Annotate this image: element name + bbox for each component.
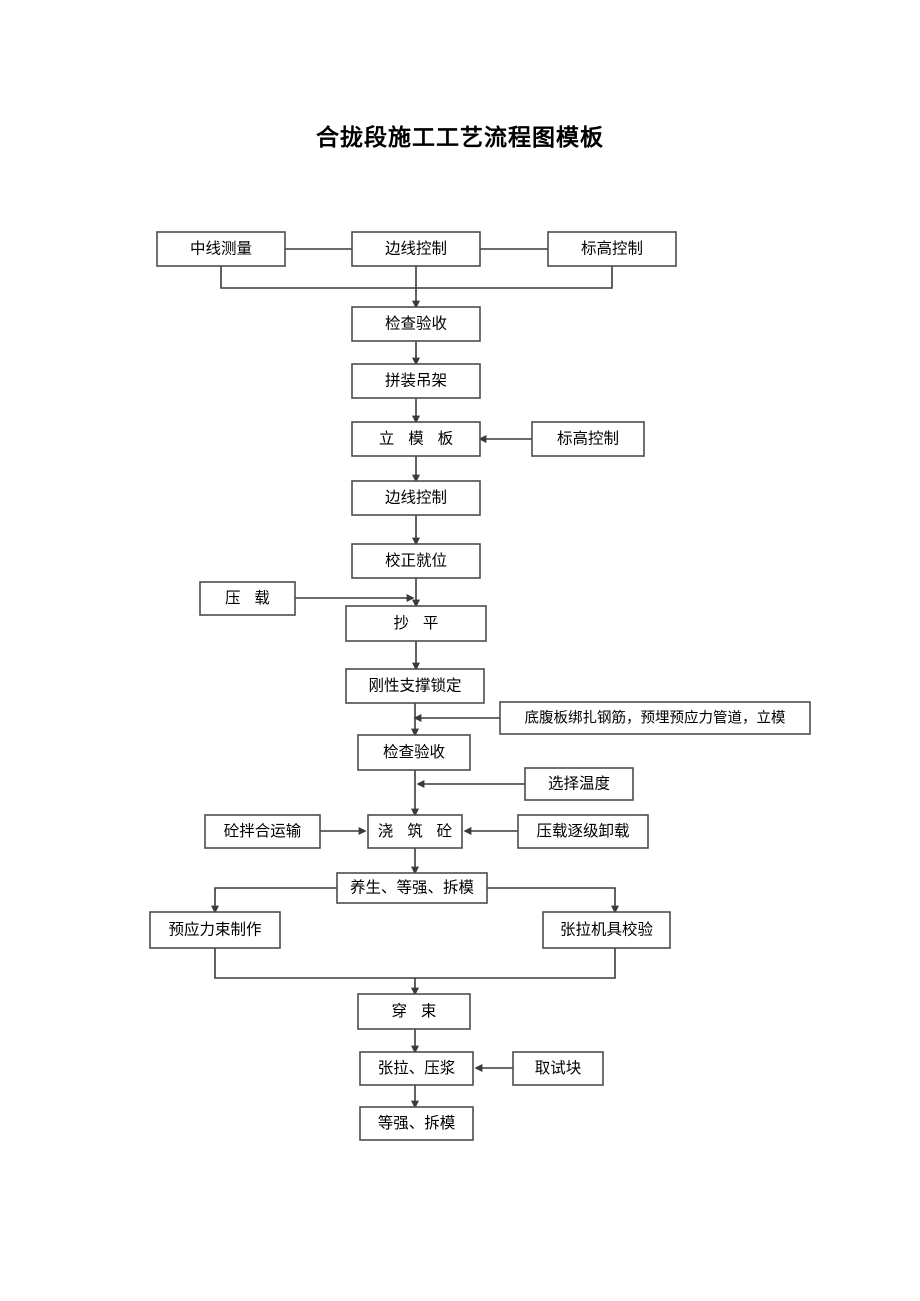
node-label: 刚性支撑锁定 bbox=[368, 677, 461, 695]
node-box[interactable] bbox=[542, 911, 671, 949]
node-box[interactable] bbox=[351, 231, 481, 267]
flow-node[interactable]: 刚性支撑锁定 bbox=[345, 668, 485, 704]
node-label: 张拉机具校验 bbox=[560, 921, 654, 939]
node-box[interactable] bbox=[357, 993, 471, 1030]
node-label: 检查验收 bbox=[383, 743, 445, 761]
flow-node[interactable]: 砼拌合运输 bbox=[204, 814, 321, 849]
node-box[interactable] bbox=[345, 605, 487, 642]
flow-node[interactable]: 预应力束制作 bbox=[149, 911, 281, 949]
flow-node[interactable]: 底腹板绑扎钢筋，预埋预应力管道，立模 bbox=[499, 701, 811, 735]
node-box[interactable] bbox=[336, 872, 488, 904]
node-box[interactable] bbox=[499, 701, 811, 735]
flow-node[interactable]: 张拉机具校验 bbox=[542, 911, 671, 949]
node-box[interactable] bbox=[149, 911, 281, 949]
flow-node[interactable]: 压 载 bbox=[199, 581, 296, 616]
flow-node[interactable]: 张拉、压浆 bbox=[359, 1051, 474, 1086]
node-box[interactable] bbox=[351, 480, 481, 516]
connector-tendon-down-join bbox=[214, 948, 616, 979]
connector-curing-right-branch bbox=[487, 887, 619, 914]
flow-node[interactable]: 边线控制 bbox=[351, 480, 481, 516]
node-label: 底腹板绑扎钢筋，预埋预应力管道，立模 bbox=[525, 708, 786, 726]
node-box[interactable] bbox=[517, 814, 649, 849]
flow-node[interactable]: 等强、拆模 bbox=[359, 1106, 474, 1141]
flow-node[interactable]: 边线控制 bbox=[351, 231, 481, 267]
node-label: 边线控制 bbox=[385, 489, 447, 507]
flow-node[interactable]: 检查验收 bbox=[351, 306, 481, 342]
connector-layer bbox=[211, 248, 619, 1109]
flow-node[interactable]: 中线测量 bbox=[156, 231, 286, 267]
node-box[interactable] bbox=[547, 231, 677, 267]
node-box[interactable] bbox=[524, 767, 634, 801]
node-label: 砼拌合运输 bbox=[224, 822, 302, 840]
node-label: 选择温度 bbox=[548, 775, 610, 793]
node-box[interactable] bbox=[351, 363, 481, 399]
node-box[interactable] bbox=[351, 306, 481, 342]
node-layer: 中线测量边线控制标高控制检查验收拼装吊架立 模 板标高控制边线控制校正就位压 载… bbox=[149, 231, 811, 1141]
node-label: 浇 筑 砼 bbox=[378, 822, 457, 840]
node-label: 校正就位 bbox=[385, 552, 447, 570]
node-label: 取试块 bbox=[535, 1059, 582, 1077]
flow-node[interactable]: 标高控制 bbox=[547, 231, 677, 267]
node-label: 拼装吊架 bbox=[385, 372, 447, 390]
flow-node[interactable]: 检查验收 bbox=[357, 734, 471, 771]
node-label: 穿 束 bbox=[392, 1002, 442, 1020]
node-box[interactable] bbox=[359, 1106, 474, 1141]
flow-node[interactable]: 取试块 bbox=[512, 1051, 604, 1086]
flow-node[interactable]: 抄 平 bbox=[345, 605, 487, 642]
connector-curing-left-branch bbox=[211, 887, 337, 914]
flow-node[interactable]: 浇 筑 砼 bbox=[367, 814, 463, 849]
node-label: 等强、拆模 bbox=[378, 1114, 456, 1132]
node-label: 张拉、压浆 bbox=[378, 1059, 456, 1077]
node-label: 预应力束制作 bbox=[168, 920, 261, 939]
flow-node[interactable]: 养生、等强、拆模 bbox=[336, 872, 488, 904]
node-label: 边线控制 bbox=[385, 240, 447, 258]
node-label: 压载逐级卸载 bbox=[536, 822, 629, 840]
flow-node[interactable]: 选择温度 bbox=[524, 767, 634, 801]
node-label: 检查验收 bbox=[385, 315, 447, 333]
node-box[interactable] bbox=[512, 1051, 604, 1086]
node-label: 养生、等强、拆模 bbox=[350, 879, 474, 897]
node-box[interactable] bbox=[351, 543, 481, 579]
node-label: 标高控制 bbox=[581, 240, 643, 258]
node-label: 抄 平 bbox=[394, 614, 444, 632]
flow-node[interactable]: 校正就位 bbox=[351, 543, 481, 579]
node-box[interactable] bbox=[156, 231, 286, 267]
node-box[interactable] bbox=[199, 581, 296, 616]
flow-node[interactable]: 标高控制 bbox=[531, 421, 645, 457]
node-label: 压 载 bbox=[225, 589, 275, 607]
node-label: 立 模 板 bbox=[379, 430, 458, 448]
node-box[interactable] bbox=[359, 1051, 474, 1086]
flow-node[interactable]: 立 模 板 bbox=[351, 421, 481, 457]
node-box[interactable] bbox=[204, 814, 321, 849]
flow-node[interactable]: 拼装吊架 bbox=[351, 363, 481, 399]
node-box[interactable] bbox=[357, 734, 471, 771]
flow-node[interactable]: 压载逐级卸载 bbox=[517, 814, 649, 849]
node-box[interactable] bbox=[531, 421, 645, 457]
page-title: 合拢段施工工艺流程图模板 bbox=[316, 125, 604, 150]
node-box[interactable] bbox=[351, 421, 481, 457]
flow-node[interactable]: 穿 束 bbox=[357, 993, 471, 1030]
node-label: 中线测量 bbox=[190, 240, 252, 258]
node-box[interactable] bbox=[345, 668, 485, 704]
node-box[interactable] bbox=[367, 814, 463, 849]
node-label: 标高控制 bbox=[557, 430, 619, 448]
